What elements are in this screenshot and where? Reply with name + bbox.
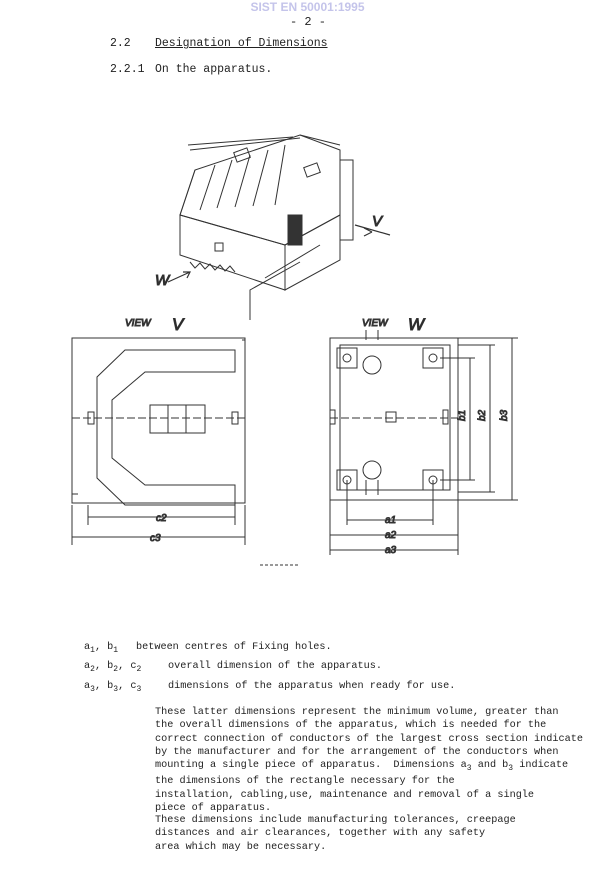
paragraph-2: These dimensions include manufacturing t…: [155, 815, 516, 853]
section-title: Designation of Dimensions: [155, 37, 328, 50]
apparatus-isometric-drawing: [167, 134, 391, 320]
paragraph-1: These latter dimensions represent the mi…: [155, 707, 583, 815]
section-number: 2.2: [110, 37, 131, 50]
view-v-letter: V: [172, 315, 185, 334]
legend-text: overall dimension of the apparatus.: [168, 661, 382, 672]
apparatus-figure: V W VIEW V c2 c3 VIEW W: [71, 134, 518, 566]
dim-c2: c2: [156, 513, 167, 524]
dim-c3: c3: [150, 533, 161, 544]
legend-text: between centres of Fixing holes.: [136, 642, 332, 653]
page-number: - 2 -: [290, 15, 327, 29]
dim-a3: a3: [385, 545, 397, 556]
arrow-w-label: W: [155, 272, 171, 289]
dim-b2: b2: [477, 409, 488, 421]
dim-a1: a1: [385, 515, 396, 526]
watermark: SIST EN 50001:1995: [250, 0, 365, 14]
view-w-label: VIEW: [362, 318, 389, 329]
subsection-number: 2.2.1: [110, 63, 145, 76]
dim-b3: b3: [499, 409, 510, 421]
view-v-drawing: [71, 337, 246, 545]
dim-b1: b1: [457, 410, 468, 421]
arrow-v-label: V: [372, 213, 384, 230]
view-w-drawing: [329, 330, 518, 555]
view-v-label: VIEW: [125, 318, 152, 329]
subsection-title: On the apparatus.: [155, 63, 273, 76]
legend-text: dimensions of the apparatus when ready f…: [168, 681, 456, 692]
view-w-letter: W: [408, 315, 426, 334]
dim-a2: a2: [385, 530, 397, 541]
